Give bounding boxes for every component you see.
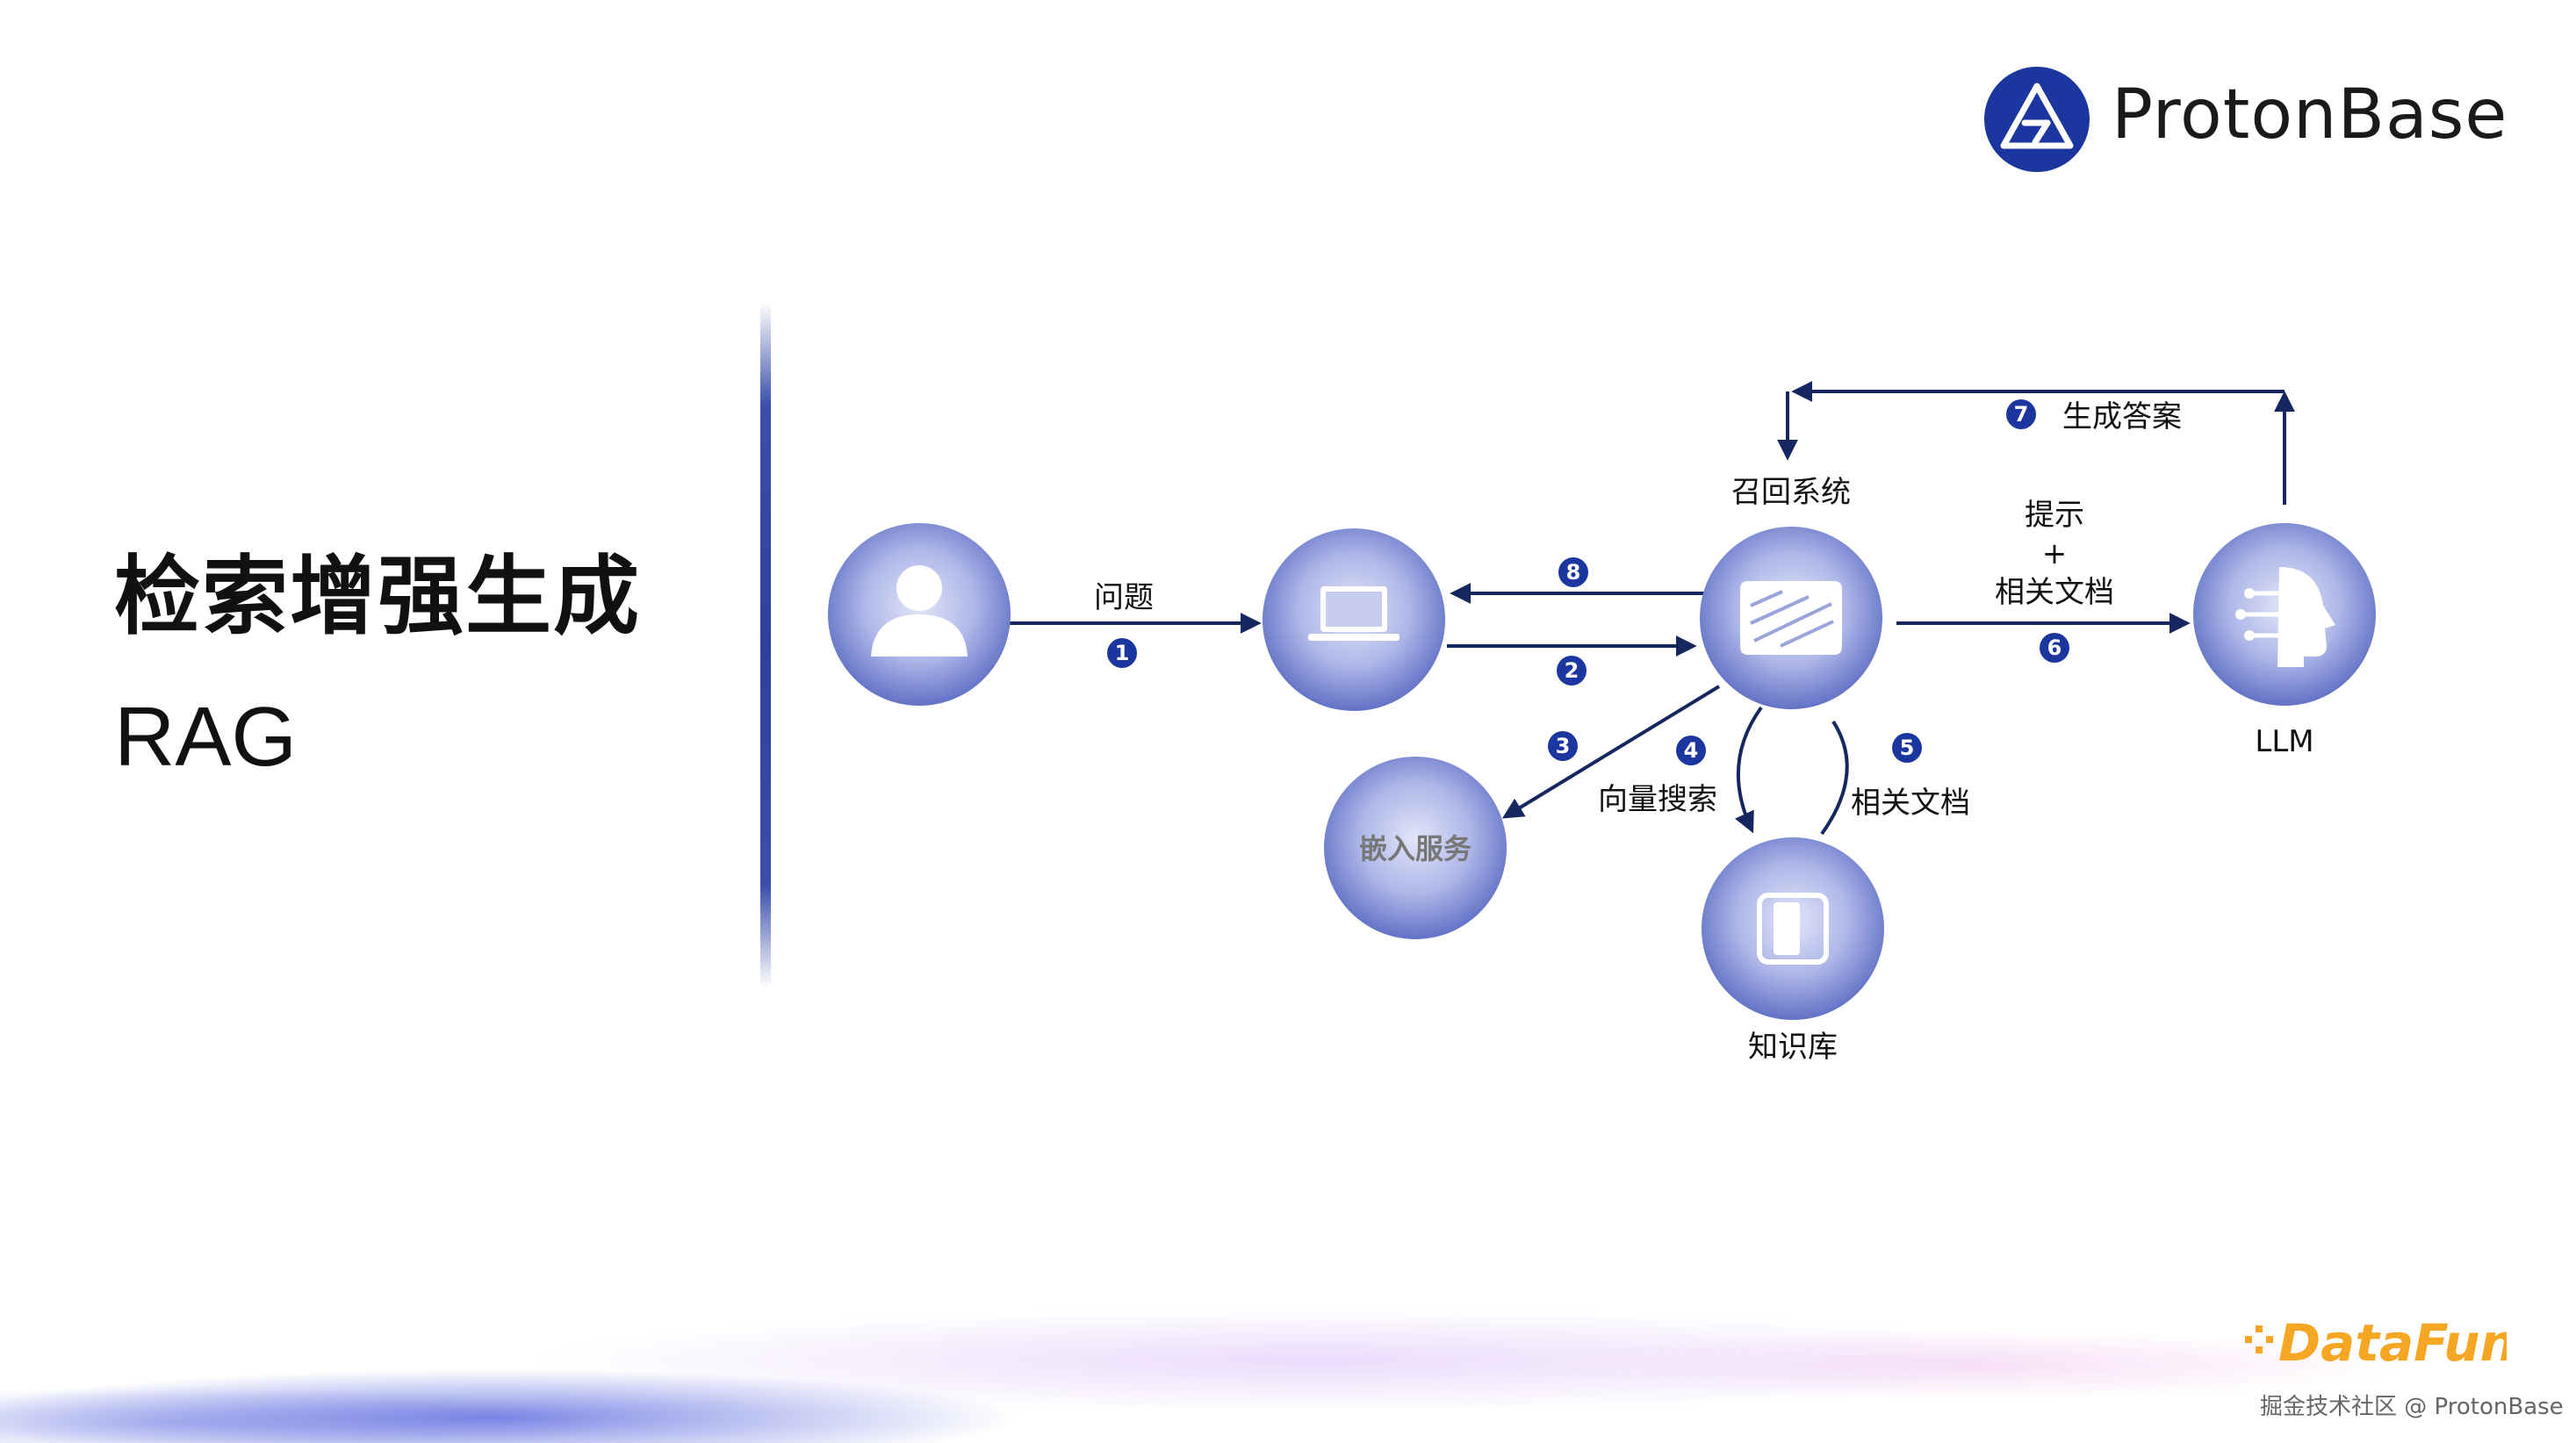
slide-title: 检索增强生成 <box>114 547 642 647</box>
protonbase-logo-icon <box>1984 67 2090 172</box>
edge-label-question: 问题 <box>1094 580 1154 615</box>
svg-text:6: 6 <box>2047 635 2062 660</box>
step-badge-6: 6 <box>2040 633 2069 663</box>
svg-text:2: 2 <box>1565 658 1579 683</box>
node-label-embedding: 嵌入服务 <box>1359 832 1471 865</box>
svg-text:3: 3 <box>1556 734 1571 758</box>
step-badge-5: 5 <box>1892 733 1922 763</box>
step-badge-1: 1 <box>1107 638 1137 668</box>
step-badge-8: 8 <box>1558 557 1588 587</box>
node-label-retrieval: 召回系统 <box>1731 475 1851 510</box>
node-knowledge-base: 知识库 <box>1702 837 1884 1065</box>
edge-vector-search <box>1735 706 1763 834</box>
edge-label-plus: + <box>2042 536 2068 571</box>
edge-label-vector-search: 向量搜索 <box>1598 782 1717 817</box>
datafun-logo-text: DataFun. <box>2278 1313 2507 1373</box>
node-label-llm: LLM <box>2255 724 2313 759</box>
step-badge-3: 3 <box>1548 731 1578 761</box>
edge-label-prompt-docs: 相关文档 <box>1995 575 2114 610</box>
edge-label-prompt: 提示 <box>2025 498 2084 533</box>
node-user <box>828 523 1011 706</box>
step-badge-7: 7 <box>2006 399 2036 429</box>
svg-text:5: 5 <box>1900 736 1915 760</box>
brand-name: ProtonBase <box>2112 75 2508 154</box>
node-embedding: 嵌入服务 <box>1324 757 1507 939</box>
node-label-knowledge-base: 知识库 <box>1748 1030 1838 1065</box>
edge-embed <box>1501 685 1721 819</box>
node-llm: LLM <box>2193 523 2376 759</box>
footer-credit: 掘金技术社区 @ ProtonBase <box>2260 1394 2564 1420</box>
node-app <box>1263 528 1445 711</box>
datafun-logo: DataFun. <box>2245 1313 2507 1373</box>
laptop-icon <box>1308 586 1400 641</box>
document-box-icon <box>1757 893 1829 965</box>
step-badge-2: 2 <box>1557 656 1587 686</box>
node-retrieval: 召回系统 <box>1700 475 1882 709</box>
svg-text:8: 8 <box>1566 560 1581 585</box>
svg-text:7: 7 <box>2014 402 2029 427</box>
ai-head-icon <box>2235 567 2335 667</box>
svg-text:1: 1 <box>1115 641 1130 665</box>
edge-label-related-docs: 相关文档 <box>1851 786 1970 821</box>
slide-subtitle: RAG <box>114 690 298 784</box>
edge-generate-answer <box>1777 381 2295 505</box>
decorative-gradient-band <box>0 1299 2576 1443</box>
server-panel-icon <box>1740 581 1842 655</box>
vertical-divider <box>760 303 771 987</box>
svg-text:4: 4 <box>1684 738 1699 763</box>
user-icon <box>871 565 968 657</box>
edge-label-generate-answer: 生成答案 <box>2062 399 2182 434</box>
edge-related-docs <box>1820 720 1849 836</box>
step-badge-4: 4 <box>1676 736 1706 765</box>
